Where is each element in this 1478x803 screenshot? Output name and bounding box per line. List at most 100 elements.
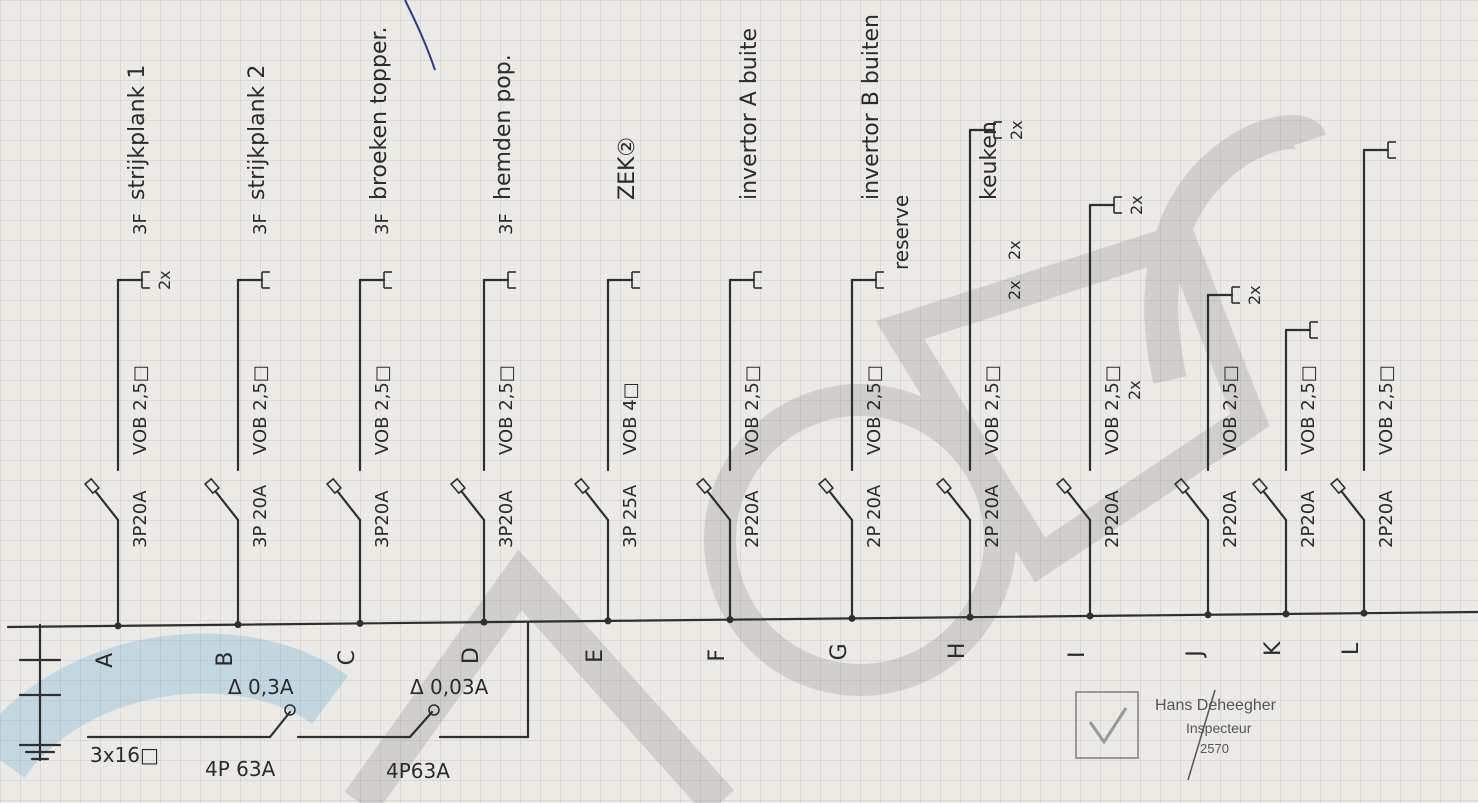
earth-symbol [18,623,62,762]
breaker-switch [460,490,486,522]
main-busbar [6,610,1478,629]
differential-2-label: Δ 0,03A [410,675,489,699]
breaker-handle [695,477,713,495]
breaker-switch [1262,490,1288,522]
differential-1-label: Δ 0,3A [228,675,294,699]
circuit-letter: B [213,652,238,667]
circuit-description: hemden pop. [491,54,516,200]
breaker-label: 3P20A [130,490,151,548]
circuit-letter: E [583,649,608,663]
breaker-switch [94,490,120,522]
stamp-name: Hans Deheegher [1155,697,1277,714]
breaker-label: 2P20A [1298,490,1319,548]
breaker-switch [706,490,732,522]
breaker-label: 2P20A [1102,490,1123,548]
circuit-letter: J [1183,650,1208,659]
circuit-letter: A [93,653,118,668]
breaker-switch [214,490,240,522]
circuit-description: invertor B buiten [859,14,884,200]
stamp-number: 2570 [1200,741,1229,756]
main-switch-1-label: 4P 63A [205,757,276,781]
breaker-label: 2P20A [1220,490,1241,548]
feed-cable-label: 3x16□ [90,743,159,767]
circuit-letter: C [335,650,360,665]
cable-label: VOB 2,5□ [250,365,271,455]
breaker-label: 2P 20A [864,484,885,548]
circuit-description: broeken topper. [367,26,392,200]
breaker-switch [1184,490,1210,522]
cable-label: VOB 2,5□ [130,365,151,455]
circuit-c: C 3P20A VOB 2,5□ 3F broeken topper. [325,26,393,665]
cable-label: VOB 2,5□ [1376,365,1397,455]
outlet-count-i2: 2x [1125,380,1144,400]
breaker-handle [935,477,953,495]
breaker-handle [1173,477,1191,495]
breaker-switch [1340,490,1366,522]
circuit-description: strijkplank 1 [125,65,150,200]
breaker-handle [203,477,221,495]
cable-label: VOB 2,5□ [1102,365,1123,455]
circuit-d: D 3P20A VOB 2,5□ 3F hemden pop. [449,54,517,664]
breaker-label: 2P20A [1376,490,1397,548]
circuit-description: invertor A buite [737,28,762,200]
cable-label: VOB 2,5□ [496,365,517,455]
cable-label: VOB 2,5□ [372,365,393,455]
cable-label: VOB 2,5□ [982,365,1003,455]
breaker-handle [83,477,101,495]
breaker-label: 3P 20A [250,484,271,548]
cable-label: VOB 2,5□ [864,365,885,455]
circuit-j: J 2P20A VOB 2,5□ 2x [1173,285,1264,659]
circuit-letter: F [705,649,730,662]
breaker-handle [449,477,467,495]
breaker-handle [1329,477,1347,495]
circuit-letter: D [459,647,484,664]
circuit-description: strijkplank 2 [245,65,270,200]
breaker-switch [584,490,610,522]
circuit-letter: I [1065,651,1090,658]
breaker-handle [573,477,591,495]
circuit-letter: K [1261,641,1286,656]
outlet-count: 2x [1127,195,1146,215]
outlet-count: 2x [155,270,174,290]
circuit-description: keuken [977,121,1002,200]
outlet-count-h3: 2x [1005,280,1024,300]
circuit-description: ZEK② [615,137,640,200]
main-switch-2-label: 4P63A [386,759,450,783]
breaker-label: 3P20A [496,490,517,548]
cable-label: VOB 2,5□ [742,365,763,455]
breaker-switch [828,490,854,522]
cable-label: VOB 4□ [620,382,641,455]
breaker-handle [1251,477,1269,495]
breaker-switch [946,490,972,522]
circuit-group: A 3P20A VOB 2,5□ 3F 2x strijkplank 1 B 3P 20A VO… [83,14,1397,668]
circuit-a: A 3P20A VOB 2,5□ 3F 2x strijkplank 1 [83,65,174,668]
watermark-logo [0,115,1327,803]
phase-label: 3F [372,213,393,235]
breaker-switch [336,490,362,522]
phase-label: 3F [250,213,271,235]
breaker-handle [817,477,835,495]
circuit-letter: H [945,643,970,660]
reserve-note: reserve [889,195,913,270]
circuit-letter: G [827,643,852,660]
circuit-e: E 3P 25A VOB 4□ ZEK② [573,137,641,663]
circuit-b: B 3P 20A VOB 2,5□ 3F strijkplank 2 [203,65,271,667]
outlet-count: 2x [1007,120,1026,140]
phase-label: 3F [496,213,517,235]
incoming-feed [86,620,530,739]
breaker-label: 3P 25A [620,484,641,548]
breaker-handle [325,477,343,495]
phase-label: 3F [130,213,151,235]
breaker-label: 3P20A [372,490,393,548]
cable-label: VOB 2,5□ [1220,365,1241,455]
outlet-count: 2x [1245,285,1264,305]
breaker-handle [1055,477,1073,495]
breaker-label: 2P 20A [982,484,1003,548]
